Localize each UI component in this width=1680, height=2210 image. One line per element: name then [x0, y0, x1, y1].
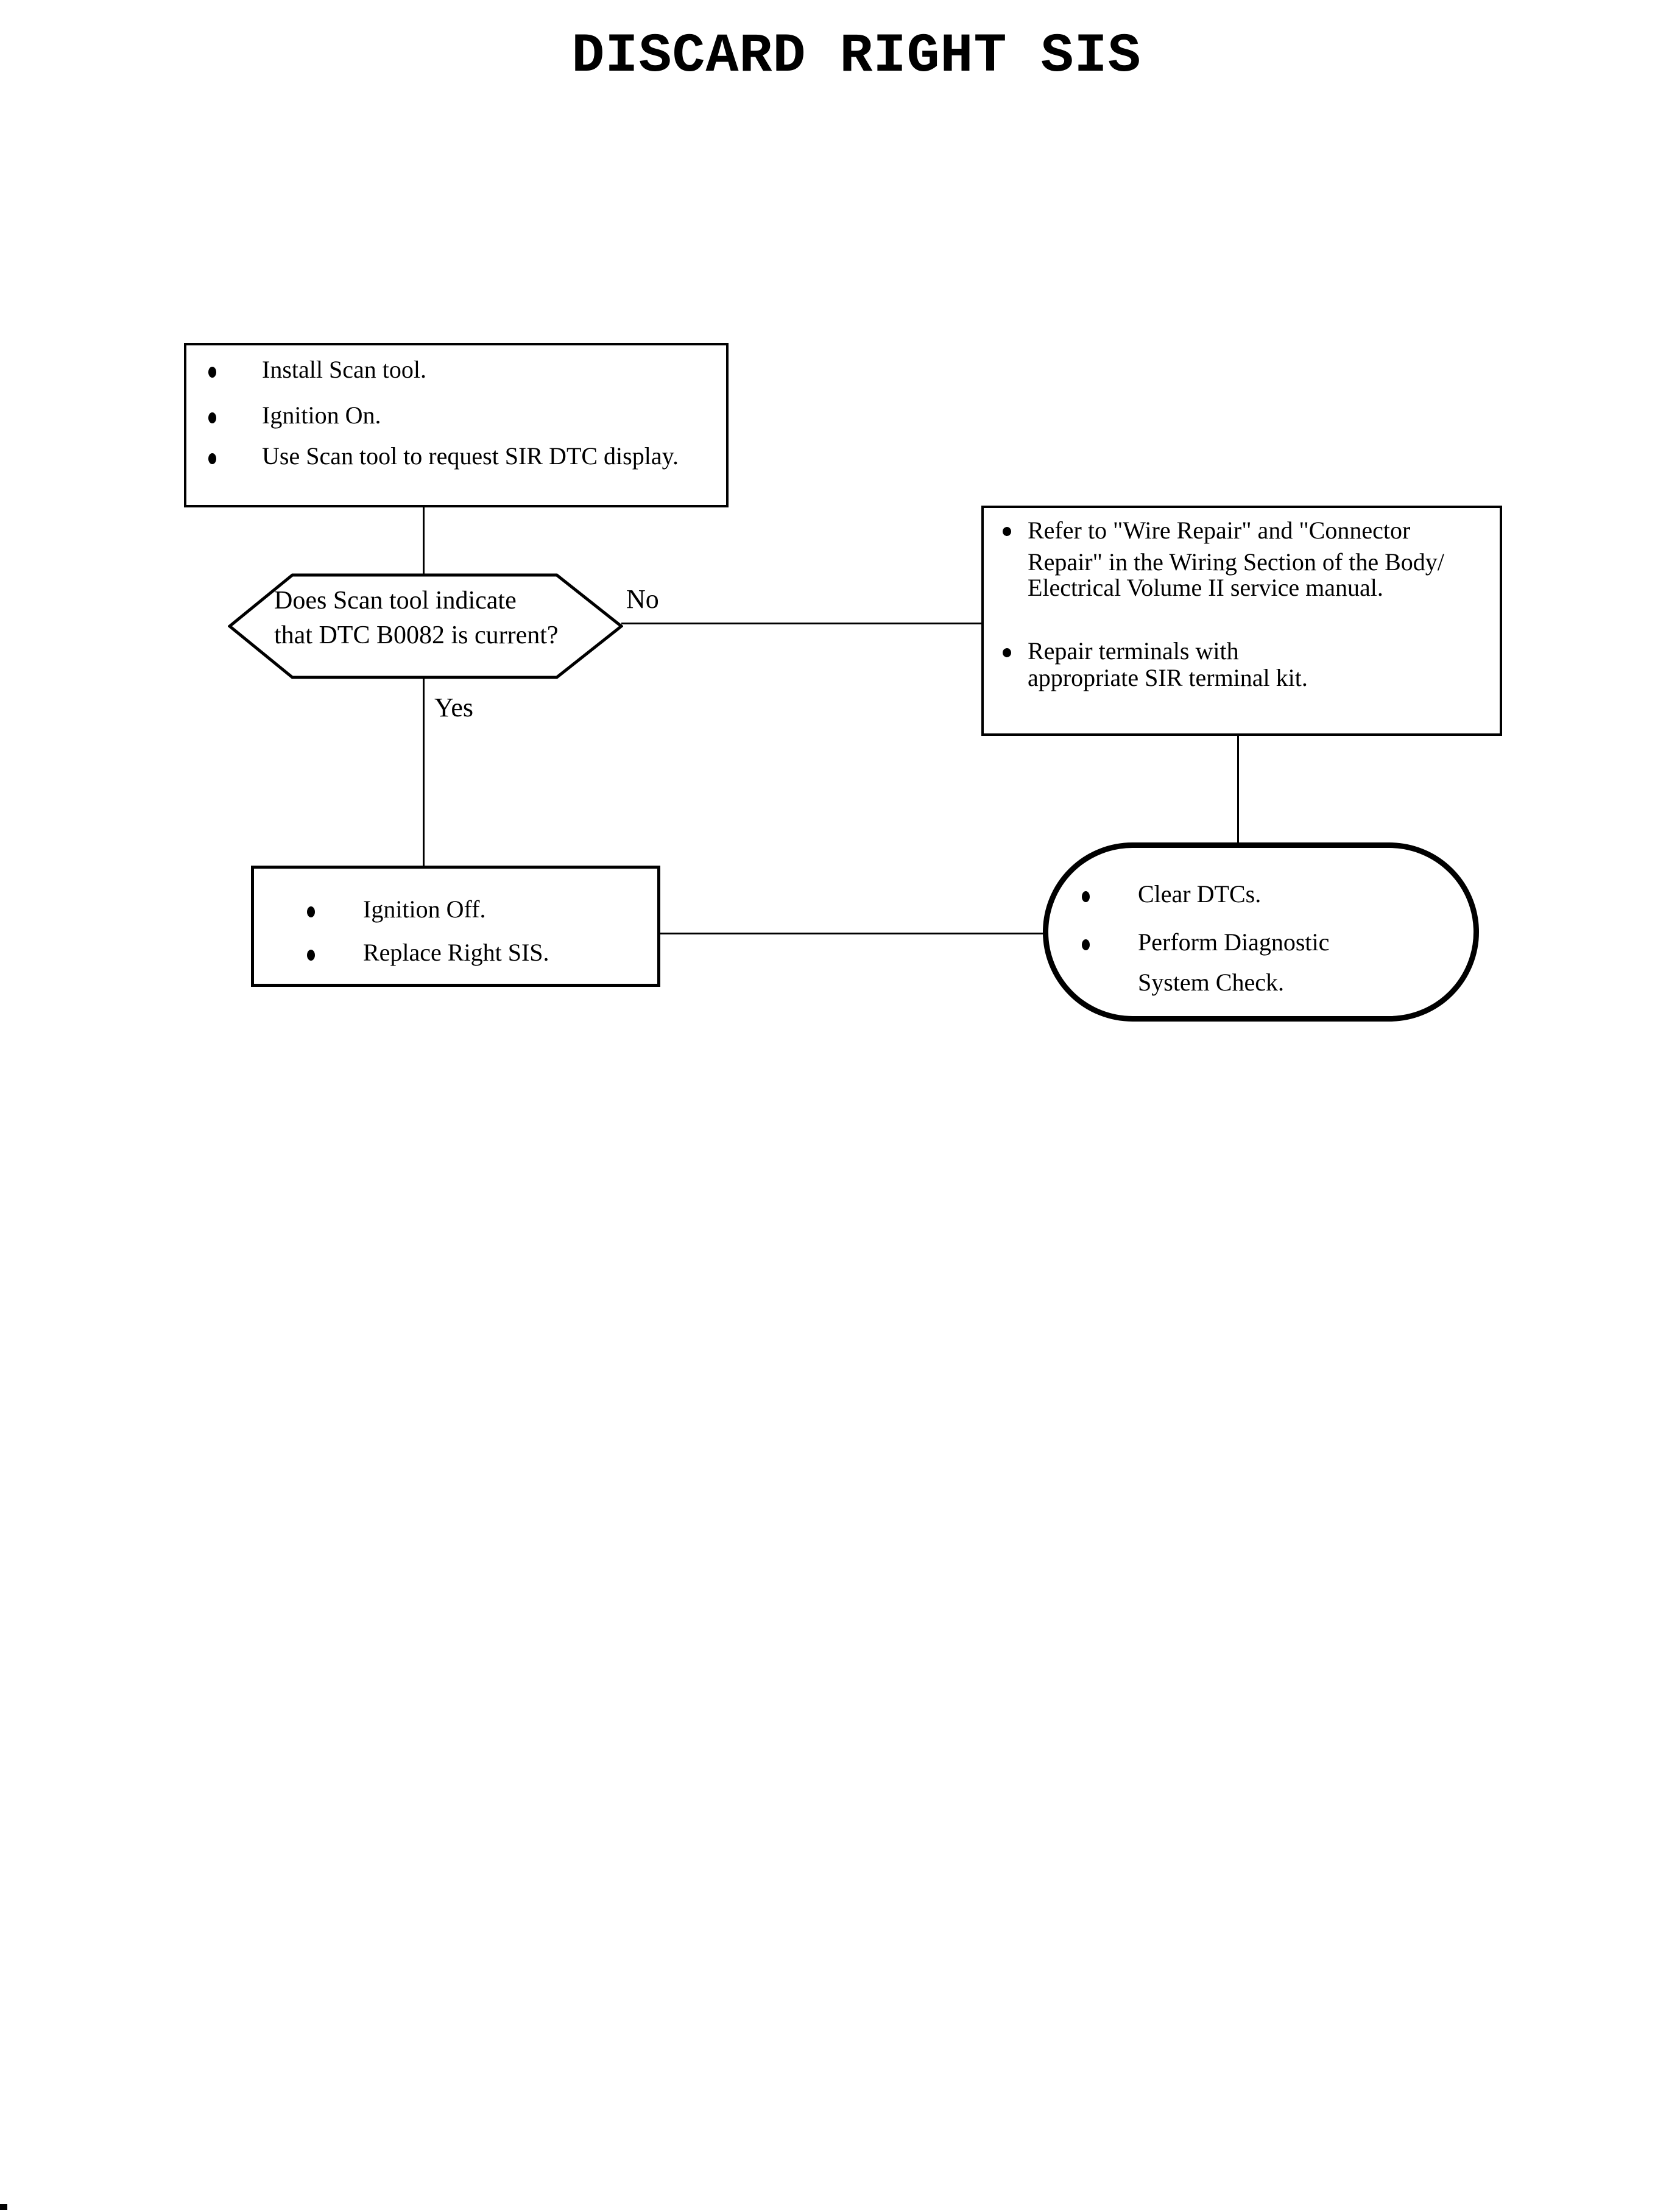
- end-terminal-item-line: Clear DTCs.: [1138, 880, 1262, 908]
- connector-start-to-decision: [423, 506, 425, 574]
- end-terminal-item-line: Perform Diagnostic: [1138, 928, 1330, 956]
- replace-box: [251, 866, 660, 987]
- bullet-icon: [307, 906, 315, 917]
- connector-no: [621, 623, 983, 624]
- scan-artifact-mark: [0, 2204, 7, 2210]
- start-box: [184, 343, 729, 507]
- end-terminal-item-line: System Check.: [1138, 969, 1284, 996]
- replace-box-item: Replace Right SIS.: [363, 939, 549, 966]
- bullet-icon: [307, 950, 315, 961]
- replace-box-item: Ignition Off.: [363, 895, 486, 923]
- connector-repair-to-end: [1237, 735, 1239, 844]
- bullet-icon: [1082, 939, 1090, 950]
- decision-hexagon: [228, 573, 623, 679]
- start-box-item: Ignition On.: [262, 401, 381, 429]
- start-box-item: Use Scan tool to request SIR DTC display…: [262, 442, 679, 470]
- connector-replace-to-end: [660, 933, 1045, 934]
- bullet-icon: [1003, 527, 1011, 536]
- start-box-item: Install Scan tool.: [262, 356, 426, 383]
- bullet-icon: [208, 367, 216, 378]
- bullet-icon: [1003, 648, 1011, 657]
- hexagon-shape: [228, 573, 623, 679]
- repair-box-item-line: appropriate SIR terminal kit.: [1028, 664, 1308, 691]
- repair-box-item-line: Refer to "Wire Repair" and "Connector: [1028, 517, 1411, 544]
- no-label: No: [626, 584, 659, 614]
- page-title: DISCARD RIGHT SIS: [571, 26, 1142, 88]
- repair-box: [981, 506, 1502, 736]
- decision-text-line: Does Scan tool indicate: [274, 587, 517, 615]
- yes-label: Yes: [434, 693, 474, 722]
- bullet-icon: [1082, 891, 1090, 902]
- repair-box-item-line: Repair" in the Wiring Section of the Bod…: [1028, 548, 1444, 576]
- repair-box-item-line: Repair terminals with: [1028, 637, 1239, 665]
- end-terminal: [1043, 842, 1479, 1022]
- connector-yes: [423, 679, 425, 867]
- bullet-icon: [208, 412, 216, 423]
- repair-box-item-line: Electrical Volume II service manual.: [1028, 574, 1383, 601]
- bullet-icon: [208, 453, 216, 464]
- decision-text-line: that DTC B0082 is current?: [274, 621, 559, 649]
